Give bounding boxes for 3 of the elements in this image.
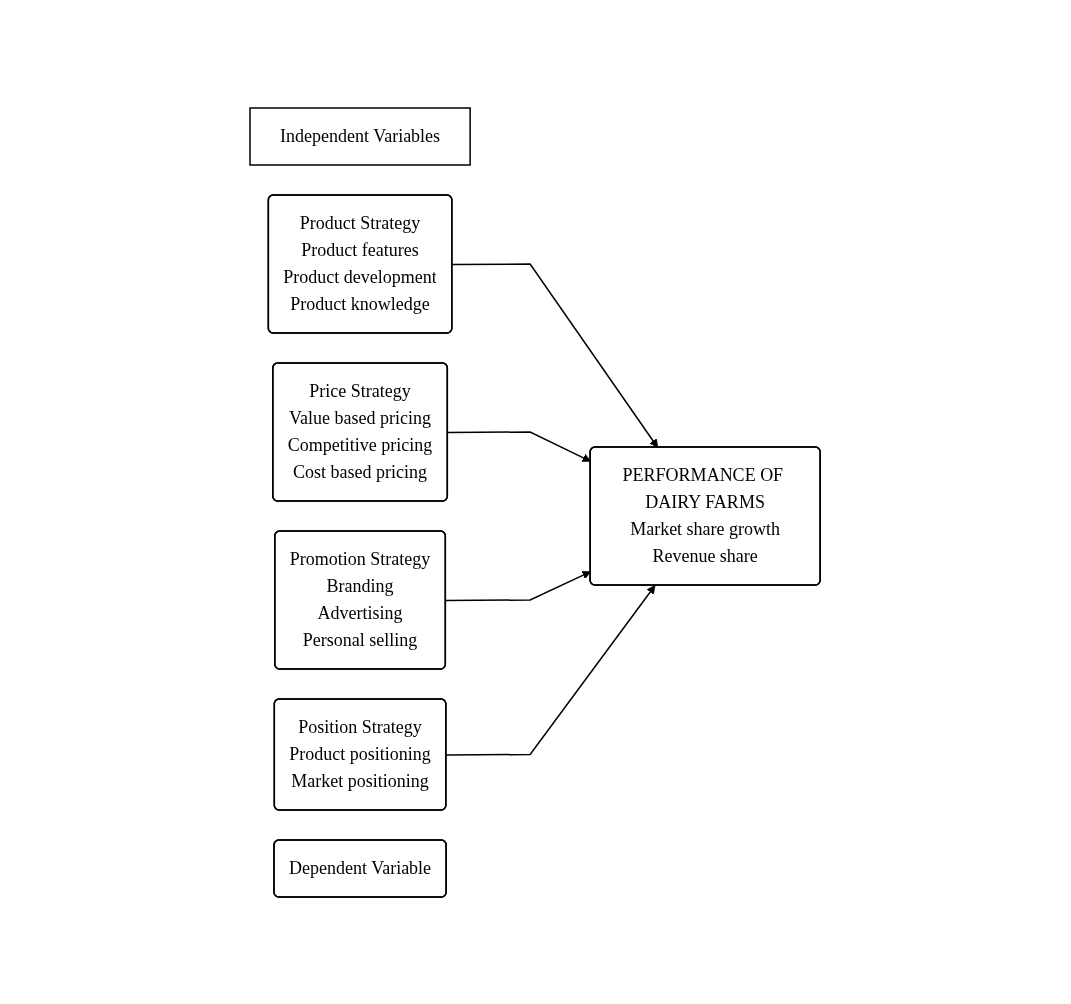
- arrow: [446, 584, 656, 756]
- node-box: Independent Variables: [249, 106, 472, 166]
- arrow: [452, 262, 659, 448]
